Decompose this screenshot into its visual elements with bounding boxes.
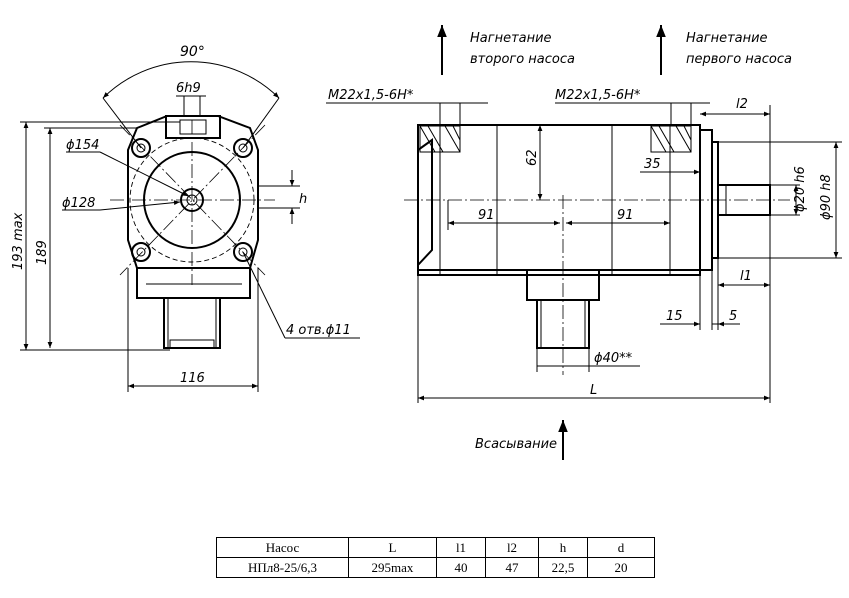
press1-line1: Нагнетание [686, 31, 768, 46]
data-cell: 20 [587, 557, 655, 578]
dim35-label: 35 [644, 157, 661, 172]
header-cell: d [587, 537, 655, 558]
data-cell: 47 [485, 557, 539, 578]
spec-table: Насос L l1 l2 h d НПл8-25/6,3 295max 40 … [216, 537, 655, 578]
data-cell: 295max [348, 557, 437, 578]
spec-table-data-row: НПл8-25/6,3 295max 40 47 22,5 20 [216, 557, 655, 578]
data-cell: 22,5 [538, 557, 588, 578]
d40-label: ϕ40** [594, 351, 633, 366]
d154-label: ϕ154 [66, 138, 99, 153]
dim62-label: 62 [525, 149, 540, 166]
h-label: h [299, 192, 307, 207]
dim15-label: 15 [666, 309, 683, 324]
L-label: L [590, 383, 597, 398]
dim91b-label: 91 [617, 208, 634, 223]
key-label: 6h9 [176, 81, 201, 96]
dimension-labels: 90° 6h9 ϕ154 ϕ128 h 4 отв.ϕ11 116 193 ma… [11, 31, 834, 452]
header-cell: l1 [436, 537, 486, 558]
front-view [20, 61, 360, 392]
d128-label: ϕ128 [62, 196, 95, 211]
dim5-label: 5 [729, 309, 737, 324]
l1-label: l1 [740, 269, 752, 284]
press2-line1: Нагнетание [470, 31, 552, 46]
press1-line2: первого насоса [686, 52, 792, 67]
side-view [326, 25, 842, 460]
dim91a-label: 91 [478, 208, 495, 223]
port1-label: M22x1,5-6H* [328, 88, 414, 103]
w116-label: 116 [180, 371, 205, 386]
header-cell: Насос [216, 537, 349, 558]
suction-label: Всасывание [475, 437, 557, 452]
flange-label: ϕ90 h8 [819, 174, 834, 220]
h193-label: 193 max [11, 212, 26, 270]
holes-label: 4 отв.ϕ11 [286, 323, 351, 338]
header-cell: l2 [485, 537, 539, 558]
shaft-label: ϕ20 h6 [793, 166, 808, 212]
port2-label: M22x1,5-6H* [555, 88, 641, 103]
angle-label: 90° [180, 44, 205, 60]
h189-label: 189 [35, 240, 50, 265]
header-cell: h [538, 537, 588, 558]
spec-table-header-row: Насос L l1 l2 h d [216, 537, 655, 558]
data-cell: НПл8-25/6,3 [216, 557, 349, 578]
l2-label: l2 [736, 97, 748, 112]
data-cell: 40 [436, 557, 486, 578]
header-cell: L [348, 537, 437, 558]
press2-line2: второго насоса [470, 52, 575, 67]
